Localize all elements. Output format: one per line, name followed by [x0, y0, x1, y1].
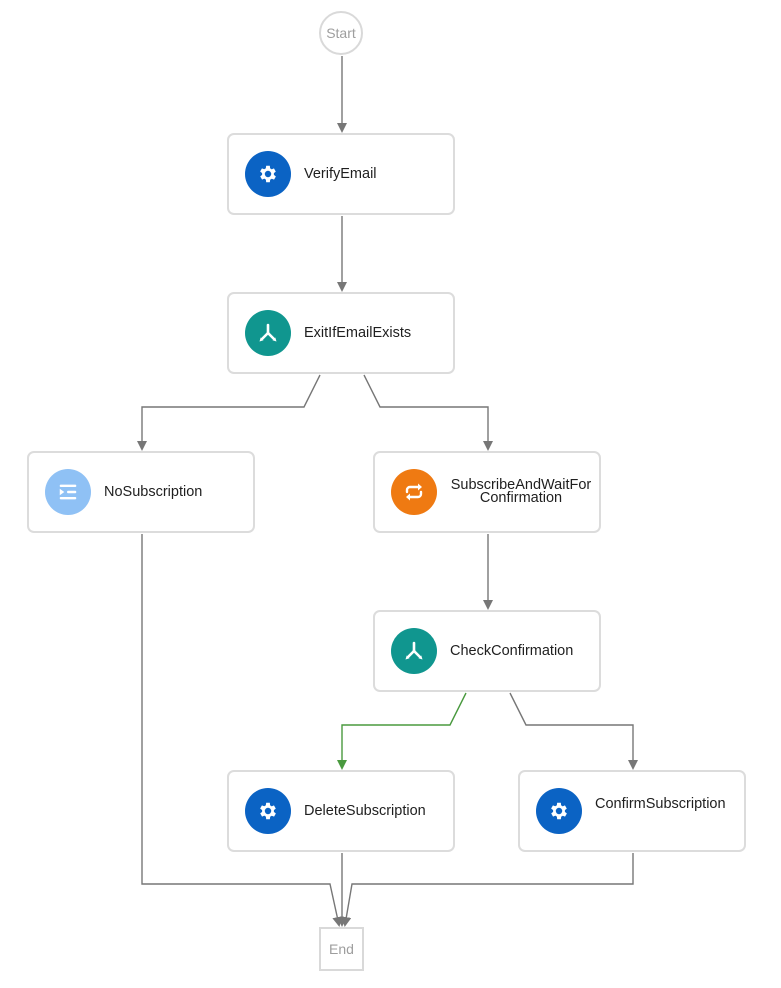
node-verify-email[interactable]: VerifyEmail — [227, 133, 455, 215]
node-label: SubscribeAndWaitForConfirmation — [450, 477, 592, 506]
node-label: DeleteSubscription — [304, 802, 426, 819]
node-delete-subscription[interactable]: DeleteSubscription — [227, 770, 455, 852]
switch-icon — [391, 628, 437, 674]
edge-exit-nosub — [137, 374, 321, 451]
start-label: Start — [326, 25, 356, 41]
node-no-subscription[interactable]: NoSubscription — [27, 451, 255, 533]
node-subscribe-and-wait-for-confirmation[interactable]: SubscribeAndWaitForConfirmation — [373, 451, 601, 533]
edge-nosub-end — [141, 534, 343, 927]
inject-icon — [45, 469, 91, 515]
node-label: CheckConfirmation — [450, 642, 574, 659]
edge-check-delete — [337, 692, 467, 770]
gear-icon — [245, 788, 291, 834]
node-label: VerifyEmail — [304, 165, 377, 182]
edge-exit-subwait — [363, 374, 493, 451]
node-confirm-subscription[interactable]: ConfirmSubscription — [518, 770, 746, 852]
end-node[interactable]: End — [319, 927, 364, 971]
edge-confirm-end — [341, 853, 634, 927]
end-label: End — [329, 941, 354, 957]
edge-check-confirm — [509, 692, 638, 770]
switch-icon — [245, 310, 291, 356]
start-node[interactable]: Start — [319, 11, 363, 55]
node-label: ConfirmSubscription — [595, 795, 726, 812]
node-label: NoSubscription — [104, 483, 203, 500]
node-check-confirmation[interactable]: CheckConfirmation — [373, 610, 601, 692]
node-exit-if-email-exists[interactable]: ExitIfEmailExists — [227, 292, 455, 374]
node-label: ExitIfEmailExists — [304, 324, 412, 341]
gear-icon — [245, 151, 291, 197]
gear-icon — [536, 788, 582, 834]
loop-icon — [391, 469, 437, 515]
